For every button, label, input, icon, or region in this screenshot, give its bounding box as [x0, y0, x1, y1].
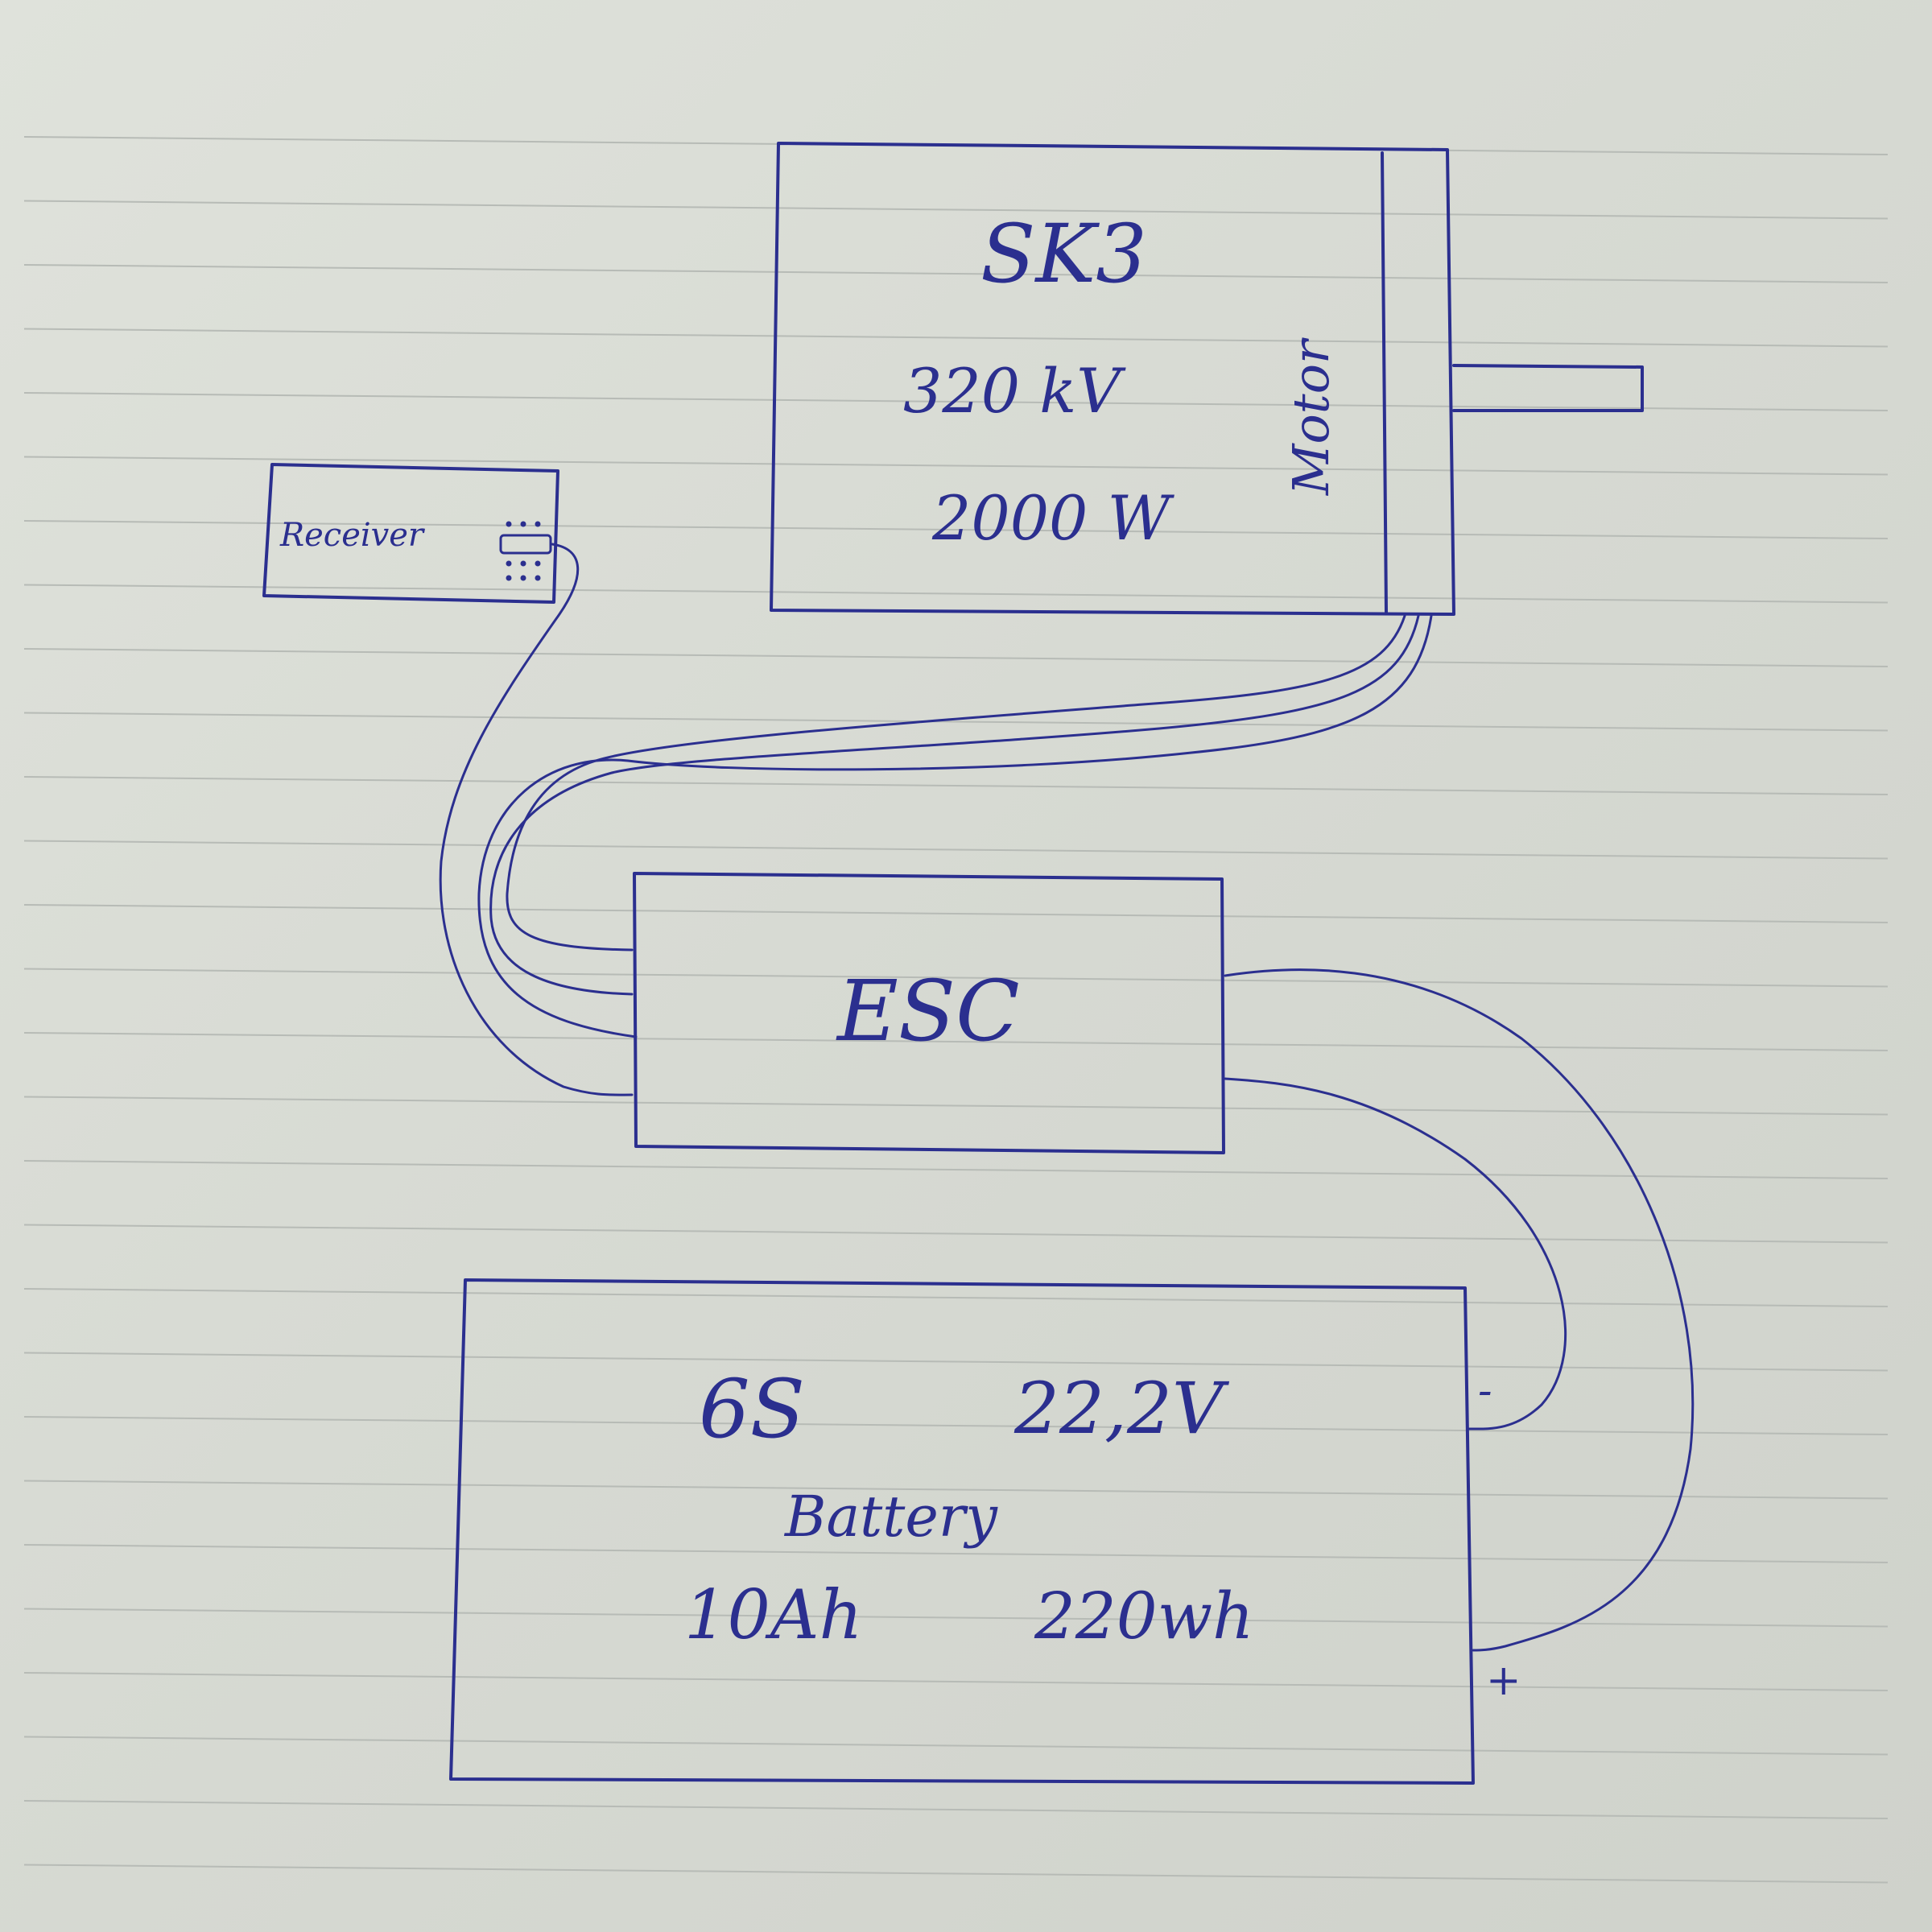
battery-block: 6S 22,2V Battery 10Ah 220wh - +: [449, 1278, 1521, 1785]
receiver-outline: [262, 463, 559, 604]
ruled-line: [23, 1160, 1889, 1179]
battery-label-text: Battery: [783, 1484, 998, 1550]
receiver-connector: [499, 534, 552, 555]
receiver-pin: [535, 521, 541, 527]
motor-side-band: [1381, 151, 1388, 613]
battery-negative-wire: [1224, 1077, 1567, 1430]
ruled-line: [23, 712, 1889, 732]
receiver-pin: [520, 521, 526, 527]
battery-capacity-text: 10Ah: [684, 1575, 863, 1654]
ruled-line: [23, 1672, 1889, 1691]
motor-label-text: Motor: [1282, 337, 1340, 496]
esc-block: ESC: [633, 872, 1225, 1154]
ruled-line: [23, 1096, 1889, 1116]
ruled-line: [23, 648, 1889, 667]
ruled-line: [23, 1608, 1889, 1628]
ruled-line: [23, 1352, 1889, 1372]
battery-cells-text: 6S: [699, 1362, 805, 1456]
receiver-signal-wire: [439, 543, 634, 1096]
ruled-line: [23, 1544, 1889, 1563]
ruled-line: [23, 456, 1889, 476]
ruled-line: [23, 328, 1889, 348]
receiver-pin: [506, 560, 512, 567]
battery-voltage-text: 22,2V: [1013, 1367, 1230, 1450]
ruled-line: [23, 584, 1889, 604]
ruled-line: [23, 1288, 1889, 1307]
ruled-line: [23, 1480, 1889, 1500]
receiver-pin: [520, 560, 526, 567]
ruled-line: [23, 1416, 1889, 1435]
ruled-line: [23, 520, 1889, 539]
motor-shaft: [1452, 364, 1644, 412]
ruled-line: [23, 264, 1889, 283]
motor-kv-text: 320 kV: [903, 355, 1126, 427]
motor-power-text: 2000 W: [931, 482, 1175, 554]
motor-phase-wire-1: [506, 614, 1406, 952]
battery-minus-terminal: -: [1478, 1367, 1492, 1415]
ruled-line: [23, 1032, 1889, 1051]
receiver-block: Receiver: [262, 463, 559, 604]
esc-label-text: ESC: [836, 962, 1020, 1060]
receiver-pins: [506, 521, 541, 581]
ruled-line: [23, 1736, 1889, 1756]
battery-outline: [449, 1278, 1475, 1785]
ruled-line: [23, 392, 1889, 411]
ruled-line: [23, 968, 1889, 988]
motor-phase-wire-2: [489, 614, 1420, 996]
ruled-line: [23, 776, 1889, 795]
receiver-pin: [535, 560, 541, 567]
ruled-line: [23, 200, 1889, 220]
ruled-line: [23, 1800, 1889, 1819]
battery-energy-text: 220wh: [1034, 1579, 1254, 1653]
motor-block: SK3 320 kV 2000 W Motor: [770, 142, 1644, 616]
receiver-pin: [506, 521, 512, 527]
receiver-pin: [520, 575, 526, 581]
ruled-line: [23, 904, 1889, 923]
motor-phase-wire-3: [477, 614, 1433, 1038]
receiver-label-text: Receiver: [279, 517, 426, 554]
esc-outline: [633, 872, 1225, 1154]
battery-plus-terminal: +: [1486, 1657, 1521, 1705]
ruled-line: [23, 1864, 1889, 1884]
motor-model-text: SK3: [980, 207, 1147, 301]
wires: [439, 543, 1695, 1652]
motor-outline: [770, 142, 1455, 616]
battery-positive-wire: [1224, 968, 1695, 1652]
receiver-pin-header: [499, 521, 552, 581]
ruled-line: [23, 840, 1889, 860]
receiver-pin: [535, 575, 541, 581]
ruled-lines: [23, 136, 1889, 1884]
receiver-pin: [506, 575, 512, 581]
ruled-line: [23, 1224, 1889, 1244]
